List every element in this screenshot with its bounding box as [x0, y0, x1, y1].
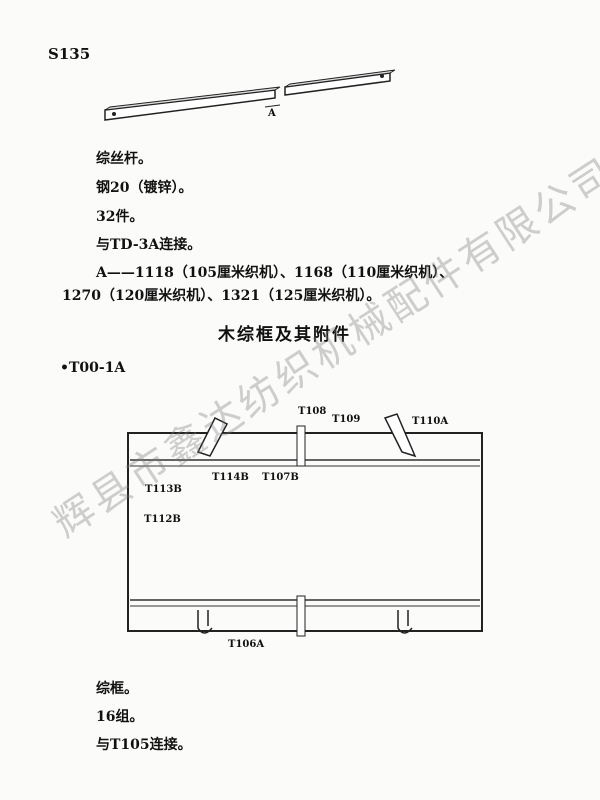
text-line: 1270（120厘米织机）、1321（125厘米织机）。 — [62, 288, 381, 304]
text-line: 与TD-3A连接。 — [96, 237, 202, 253]
dimension-label-a: A — [268, 108, 276, 119]
label-t108: T108 — [298, 406, 327, 417]
text-line: 16组。 — [96, 709, 144, 725]
heddle-frame-drawing — [127, 413, 483, 637]
label-t110a: T110A — [412, 416, 449, 427]
page-label: S135 — [48, 45, 91, 63]
item-code: •T00-1A — [60, 360, 126, 376]
text-line: 32件。 — [96, 209, 144, 225]
text-line: 综框。 — [96, 681, 138, 697]
label-t114b: T114B — [212, 472, 249, 483]
text-line: 综丝杆。 — [96, 151, 152, 167]
label-t107b: T107B — [262, 472, 299, 483]
label-t112b: T112B — [144, 514, 181, 525]
label-t109: T109 — [332, 414, 361, 425]
text-line: 钢20（镀锌）。 — [96, 180, 193, 196]
heddle-rod-drawing — [104, 69, 396, 121]
label-t113b: T113B — [145, 484, 182, 495]
text-line: A——1118（105厘米织机）、1168（110厘米织机）、 — [96, 265, 454, 281]
label-t106a: T106A — [228, 639, 265, 650]
text-line: 与T105连接。 — [96, 737, 192, 753]
section-title: 木综框及其附件 — [218, 325, 351, 345]
